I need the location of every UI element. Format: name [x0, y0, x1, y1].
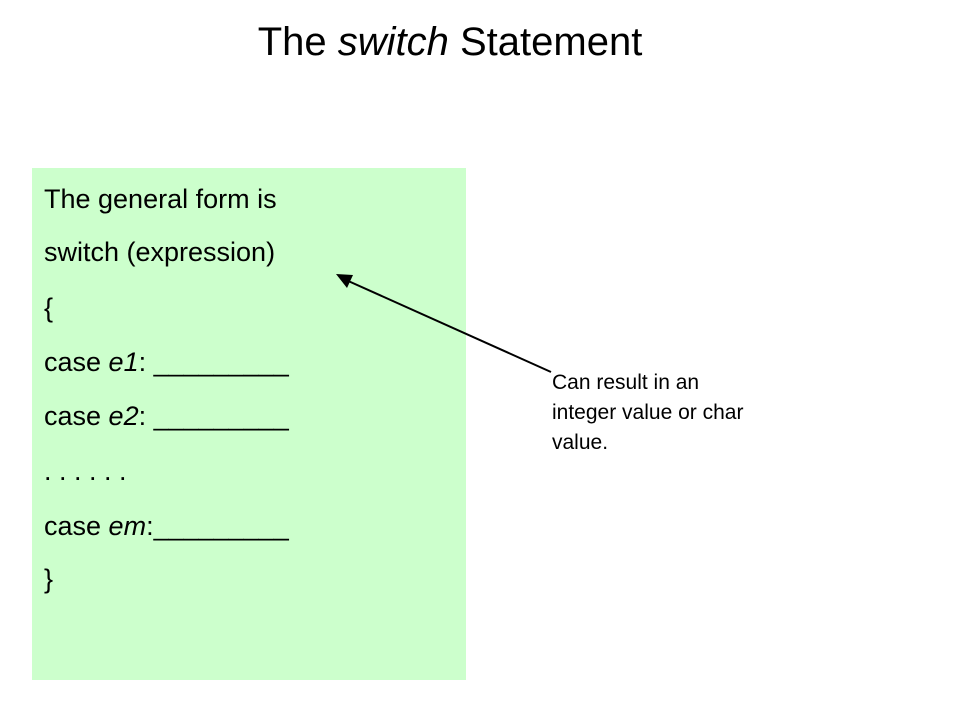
- close-brace-line: }: [44, 564, 54, 594]
- case-em-line: case em:_________: [44, 509, 289, 543]
- callout-note: Can result in an integer value or char v…: [552, 368, 872, 458]
- case-em-prefix: case: [44, 511, 109, 541]
- callout-line-2: integer value or char: [552, 401, 744, 424]
- case-em-label: em: [108, 511, 147, 541]
- title-keyword: switch: [337, 20, 449, 64]
- title-prefix: The: [257, 20, 338, 64]
- case-e1-prefix: case: [44, 347, 109, 377]
- case-e1-line: case e1: _________: [44, 345, 289, 379]
- case-e2-line: case e2: _________: [44, 399, 289, 433]
- ellipsis-line: . . . . . .: [44, 456, 127, 486]
- callout-line-1: Can result in an: [552, 371, 700, 394]
- case-em-blank: :_________: [146, 511, 289, 541]
- switch-header-line: switch (expression): [44, 237, 276, 267]
- open-brace-line: {: [44, 293, 54, 323]
- code-box: The general form is switch (expression) …: [32, 168, 466, 680]
- intro-line: The general form is: [44, 184, 277, 214]
- case-e2-label: e2: [108, 401, 139, 431]
- title-suffix: Statement: [448, 20, 643, 64]
- case-e2-blank: : _________: [138, 401, 289, 431]
- case-e1-label: e1: [108, 347, 139, 377]
- case-e2-prefix: case: [44, 401, 109, 431]
- callout-line-3: value.: [552, 431, 609, 454]
- slide-title: The switch Statement: [0, 16, 900, 68]
- case-e1-blank: : _________: [138, 347, 289, 377]
